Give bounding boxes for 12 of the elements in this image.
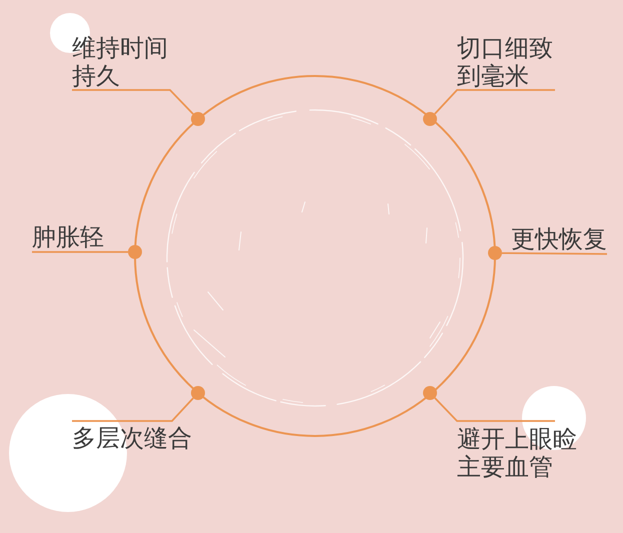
feature-label: 多层次缝合 (72, 421, 196, 455)
leader-line (434, 397, 555, 422)
feature-label: 切口细致到毫米 (457, 32, 557, 90)
leader-line (72, 397, 194, 422)
feature-label: 维持时间持久 (72, 32, 172, 90)
leader-line (32, 251, 128, 253)
leader-line (502, 252, 607, 255)
leader-line (434, 89, 555, 115)
feature-label: 更快恢复 (511, 224, 607, 254)
feature-label: 肿胀轻 (32, 222, 108, 252)
leader-line (72, 89, 194, 115)
feature-label: 避开上眼睑主要血管 (457, 421, 581, 483)
